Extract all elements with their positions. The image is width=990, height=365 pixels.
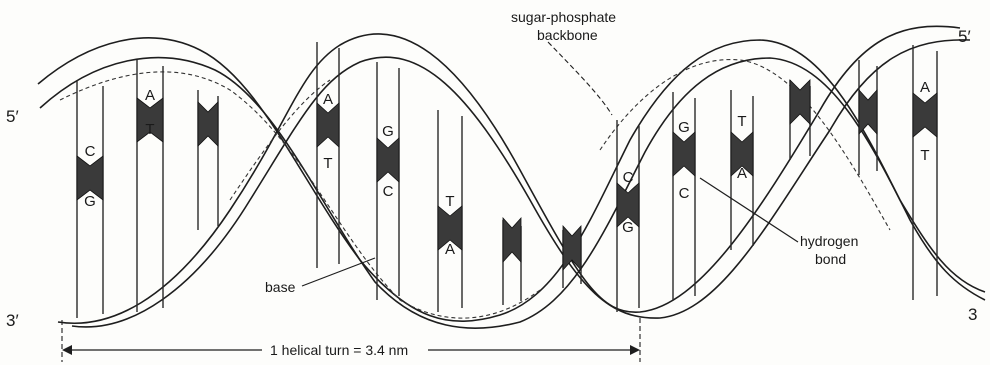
end-label-bottom-left: 3′ bbox=[6, 311, 19, 330]
strand-a-edge-1 bbox=[58, 26, 960, 323]
label-leaders bbox=[62, 42, 798, 362]
base-pair-7 bbox=[503, 218, 521, 305]
base-pair-5: GC bbox=[377, 62, 399, 300]
hydrogen-bond-block bbox=[859, 90, 877, 134]
base-letter-bottom: A bbox=[445, 241, 455, 258]
hydrogen-bond-label-line1: hydrogen bbox=[800, 233, 858, 249]
base-letter-bottom: G bbox=[84, 193, 96, 210]
base-letter-bottom: T bbox=[920, 147, 929, 164]
hydrogen-bond-block bbox=[377, 138, 399, 182]
base-letter-bottom: C bbox=[679, 185, 690, 202]
hydrogen-bond-leader bbox=[700, 178, 798, 242]
backbone-leader bbox=[548, 42, 612, 115]
hydrogen-bond-block bbox=[503, 218, 521, 262]
base-letter-top: T bbox=[445, 193, 454, 210]
end-label-bottom-right: 3 bbox=[968, 305, 977, 324]
hydrogen-bond-block bbox=[198, 102, 218, 146]
base-letter-top: A bbox=[323, 91, 333, 108]
base-letter-top: A bbox=[920, 79, 930, 96]
base-pair-4: AT bbox=[317, 42, 339, 268]
base-pair-8 bbox=[563, 226, 581, 288]
base-pair-9: CG bbox=[617, 120, 639, 312]
hydrogen-bond-label-line2: bond bbox=[815, 251, 846, 267]
base-letter-top: G bbox=[382, 123, 394, 140]
arrowhead-left bbox=[62, 345, 72, 355]
arrowhead-right bbox=[630, 345, 640, 355]
base-pair-6: TA bbox=[438, 110, 462, 312]
base-letter-bottom: T bbox=[323, 155, 332, 172]
base-letter-top: A bbox=[145, 87, 155, 104]
helical-turn-label: 1 helical turn = 3.4 nm bbox=[270, 342, 408, 358]
hydrogen-bond-block bbox=[913, 93, 937, 137]
base-letter-bottom: G bbox=[622, 219, 634, 236]
hydrogen-bond-block bbox=[790, 80, 810, 124]
hydrogen-bond-block bbox=[317, 103, 339, 147]
sugar-phosphate-strands bbox=[38, 26, 985, 328]
base-pair-3 bbox=[198, 90, 218, 230]
strand-guide-1 bbox=[60, 72, 540, 318]
end-label-top-right: 5′ bbox=[958, 27, 971, 46]
end-label-top-left: 5′ bbox=[6, 107, 19, 126]
strand-guide-3 bbox=[230, 80, 330, 200]
base-pair-14: AT bbox=[913, 45, 937, 300]
hydrogen-bond-block bbox=[673, 132, 695, 176]
base-pair-11: TA bbox=[731, 90, 753, 250]
base-pair-10: GC bbox=[673, 92, 695, 300]
base-letter-top: C bbox=[623, 169, 634, 186]
base-letter-top: C bbox=[85, 143, 96, 160]
base-letter-bottom: A bbox=[737, 165, 747, 182]
base-label: base bbox=[265, 279, 296, 295]
strand-b-edge-1 bbox=[38, 38, 985, 321]
backbone-label-line2: backbone bbox=[537, 27, 598, 43]
backbone-label-line1: sugar-phosphate bbox=[511, 9, 616, 25]
base-letter-bottom: C bbox=[383, 183, 394, 200]
base-pair-2: AT bbox=[137, 60, 163, 312]
base-letter-bottom: T bbox=[145, 121, 154, 138]
base-letter-top: T bbox=[737, 113, 746, 130]
base-pair-12 bbox=[790, 80, 810, 160]
base-pair-1: CG bbox=[77, 80, 103, 318]
hydrogen-bond-block bbox=[563, 226, 581, 270]
base-letter-top: G bbox=[678, 119, 690, 136]
